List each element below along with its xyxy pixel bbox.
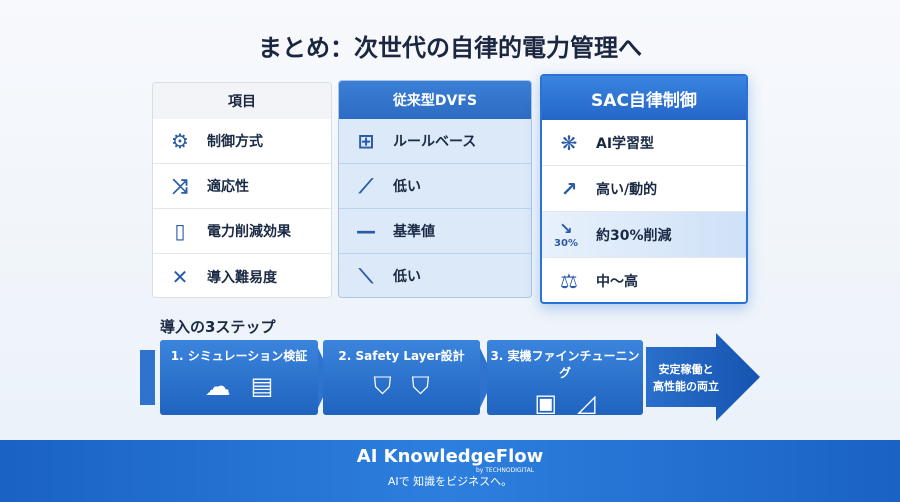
- row-label: 導入難易度: [207, 269, 277, 286]
- step-2: 2. Safety Layer設計 ⛉ ⛉: [323, 340, 480, 415]
- table-row-highlight: ↘ 30% 約30%削減: [542, 212, 746, 258]
- row-label: 適応性: [207, 179, 249, 195]
- line-chart-up-icon: ⟋: [359, 174, 373, 198]
- column-header: 項目: [153, 83, 331, 119]
- table-row: ⟍ 低い: [339, 254, 531, 297]
- step-label: 1. シミュレーション検証: [170, 349, 308, 363]
- row-label: 約30%削減: [596, 227, 672, 244]
- shield-outline-icon: ⛉: [411, 372, 430, 400]
- table-row: ↗ 高い/動的: [542, 166, 746, 212]
- dashboard-chart-icon: ▤: [250, 372, 274, 400]
- table-row: ⟋ 低い: [339, 164, 531, 209]
- step-3: 3. 実機ファインチューニング ▣ ◿: [487, 340, 643, 417]
- brain-icon: ❋: [560, 130, 578, 155]
- brand-by: by TECHNODIGITAL: [475, 467, 535, 474]
- area-chart-icon: ◿: [577, 389, 596, 417]
- step-1: 1. シミュレーション検証 ☁ ▤: [160, 340, 318, 415]
- shield-icon: ⛉: [373, 372, 392, 400]
- line-chart-down-icon: ⟍: [359, 264, 373, 288]
- brand-logo: AI KnowledgeFlow: [356, 446, 544, 467]
- row-label: 基準値: [393, 224, 435, 240]
- column-sac: SAC自律制御 ❋ AI学習型 ↗ 高い/動的 ↘ 30% 約30%削減 ⚖ 中〜高: [540, 74, 748, 304]
- gear-icon: ⚙: [171, 129, 189, 153]
- step-label: 3. 実機ファインチューニング: [490, 349, 640, 380]
- table-row: ❋ AI学習型: [542, 120, 746, 166]
- table-row: ⚖ 中〜高: [542, 258, 746, 302]
- table-row: ⤨ 適応性: [153, 164, 331, 209]
- column-items: 項目 ⚙ 制御方式 ⤨ 適応性 ▯ 電力削減効果 ✕ 導入難易度: [152, 82, 332, 298]
- table-row: ▯ 電力削減効果: [153, 209, 331, 254]
- table-row: — 基準値: [339, 209, 531, 254]
- battery-icon: ▯: [174, 219, 186, 243]
- shuffle-icon: ⤨: [172, 174, 188, 198]
- row-label: 制御方式: [207, 134, 263, 150]
- goal-line-2: 高性能の両立: [653, 379, 719, 393]
- goal-arrow: 安定稼働と 高性能の両立: [646, 333, 760, 421]
- column-dvfs: 従来型DVFS ⊞ ルールベース ⟋ 低い — 基準値 ⟍ 低い: [338, 80, 532, 298]
- page-title: まとめ：次世代の自律的電力管理へ: [258, 34, 642, 62]
- row-label: AI学習型: [596, 135, 655, 152]
- row-label: 高い/動的: [596, 181, 658, 198]
- chip-icon: ▣: [534, 389, 558, 417]
- cloud-sync-icon: ☁: [204, 372, 231, 402]
- row-label: ルールベース: [393, 134, 477, 150]
- percent-badge: 30%: [554, 237, 578, 249]
- trend-down-group: ↘ 30%: [550, 218, 582, 250]
- flat-line-icon: —: [356, 219, 376, 243]
- arrow-stub: [140, 350, 155, 405]
- table-row: ⊞ ルールベース: [339, 119, 531, 164]
- tools-icon: ✕: [171, 264, 189, 289]
- flowchart-icon: ⊞: [357, 129, 375, 153]
- column-header: SAC自律制御: [542, 76, 746, 120]
- row-label: 中〜高: [596, 273, 638, 290]
- row-label: 低い: [393, 179, 421, 195]
- column-header: 従来型DVFS: [339, 81, 531, 119]
- steps-title: 導入の3ステップ: [160, 318, 276, 336]
- footer: AI KnowledgeFlow by TECHNODIGITAL AIで 知識…: [0, 440, 900, 502]
- row-label: 低い: [393, 269, 421, 285]
- trend-down-icon: ↘: [559, 218, 573, 238]
- row-label: 電力削減効果: [207, 224, 291, 240]
- table-row: ⚙ 制御方式: [153, 119, 331, 164]
- trend-up-icon: ↗: [560, 176, 578, 201]
- tagline: AIで 知識をビジネスへ。: [387, 475, 513, 488]
- step-label: 2. Safety Layer設計: [338, 349, 465, 363]
- table-row: ✕ 導入難易度: [153, 254, 331, 297]
- goal-line-1: 安定稼働と: [659, 362, 714, 376]
- scale-icon: ⚖: [560, 268, 578, 293]
